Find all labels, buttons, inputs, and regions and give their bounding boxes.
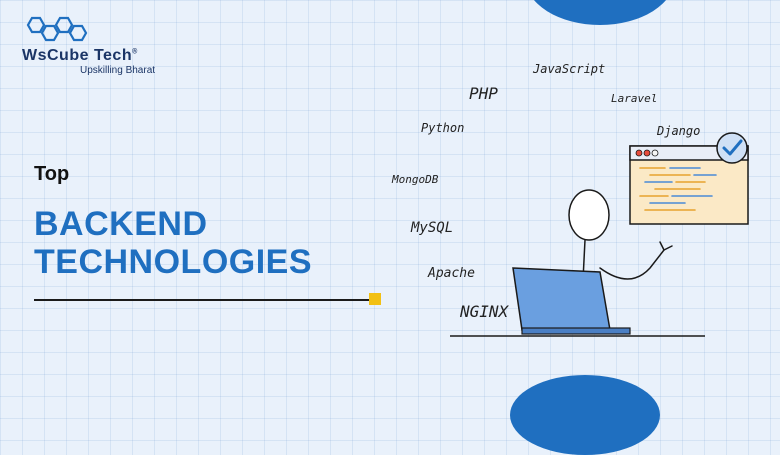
hexagon-logo-icon xyxy=(26,16,88,42)
title-line-2: TECHNOLOGIES xyxy=(34,243,313,281)
tech-label-nginx: NGINX xyxy=(460,302,509,321)
tech-label-django: Django xyxy=(657,124,701,138)
title-top: Top xyxy=(34,163,70,185)
brand-tagline: Upskilling Bharat xyxy=(80,65,156,76)
tech-label-javascript: JavaScript xyxy=(533,62,606,76)
brand-name: WsCube Tech® xyxy=(22,47,138,65)
tech-label-mysql: MySQL xyxy=(411,220,454,236)
title-underline xyxy=(34,299,370,301)
developer-illustration xyxy=(450,132,749,337)
brand-name-text: WsCube Tech xyxy=(22,47,133,64)
brand-logo: WsCube Tech® Upskilling Bharat xyxy=(22,14,162,76)
tech-label-apache: Apache xyxy=(428,266,475,281)
tech-label-laravel: Laravel xyxy=(611,92,658,105)
laptop-icon xyxy=(512,267,631,335)
underline-marker xyxy=(369,293,381,305)
tech-label-php: PHP xyxy=(469,84,498,103)
brand-trademark: ® xyxy=(132,48,138,56)
title-line-1: BACKEND xyxy=(34,205,208,243)
check-badge-icon xyxy=(716,132,748,164)
tech-label-mongodb: MongoDB xyxy=(392,173,439,186)
tech-label-python: Python xyxy=(421,121,465,135)
